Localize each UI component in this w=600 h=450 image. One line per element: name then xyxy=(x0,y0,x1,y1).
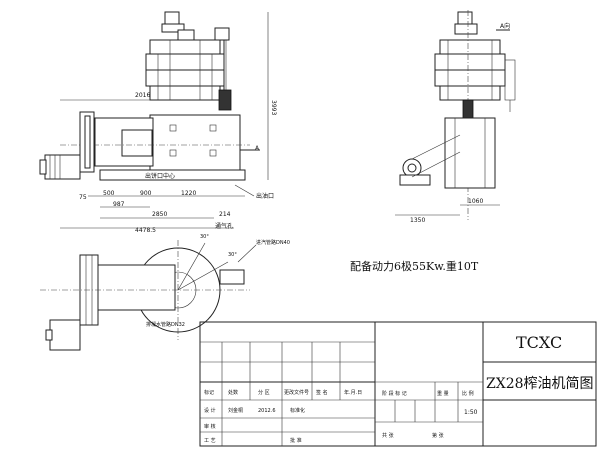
dim-2016: 2016 xyxy=(135,92,150,99)
company-name: TCXC xyxy=(516,333,562,352)
dim-500: 500 xyxy=(103,190,115,197)
dim-900: 900 xyxy=(140,190,152,197)
tb-change-doc: 更改文件号 xyxy=(284,389,309,396)
tb-mark: 标记 xyxy=(204,389,214,396)
top-view: 30° 30° 进汽管路DN40 排凝水管路DN32 xyxy=(40,234,290,351)
tb-approve: 批 准 xyxy=(290,437,302,444)
tb-count: 处数 xyxy=(228,389,238,396)
label-vent: 通气孔 xyxy=(215,222,233,230)
tb-standardize: 标准化 xyxy=(290,407,305,414)
tb-date: 年.月.日 xyxy=(344,389,362,396)
tb-design: 设 计 xyxy=(204,407,216,414)
tb-check: 审 核 xyxy=(204,423,216,430)
tb-design-date: 2012.6 xyxy=(258,408,276,414)
label-view-a: A向 xyxy=(500,22,510,30)
tb-designer: 刘金桐 xyxy=(228,407,243,414)
side-view: A向 1350 1060 xyxy=(395,10,516,224)
drawing-title: ZX28榨油机简图 xyxy=(486,375,594,392)
cooker-layer-4 xyxy=(149,85,221,101)
tb-total-sheets: 共 张 xyxy=(382,432,394,439)
tb-stage-mark: 阶 段 标 记 xyxy=(382,390,407,397)
tb-process: 工 艺 xyxy=(204,438,216,444)
dim-3993: 3993 xyxy=(270,100,277,115)
top-motor-2 xyxy=(214,27,230,41)
press-base xyxy=(99,169,246,181)
dim-1350: 1350 xyxy=(410,217,425,224)
dim-1220: 1220 xyxy=(181,190,196,197)
top-motor xyxy=(164,11,180,25)
front-view: 2016 3993 75 500 900 1220 987 2850 214 4… xyxy=(39,11,277,234)
press-body xyxy=(149,114,241,171)
tb-weight: 重 量 xyxy=(437,390,449,397)
side-pulley xyxy=(402,158,422,178)
side-press-body xyxy=(444,117,496,189)
top-view-motor xyxy=(49,319,81,351)
power-note: 配备动力6极55Kw.重10T xyxy=(350,259,479,273)
press-shaft-housing xyxy=(121,129,153,157)
dim-214: 214 xyxy=(219,211,231,218)
top-view-body xyxy=(94,264,176,311)
tb-sheet-no: 第 张 xyxy=(432,432,444,439)
label-cake-center: 出饼口中心 xyxy=(145,172,175,180)
title-block: TCXC ZX28榨油机简图 标记 处数 分 区 更改文件号 签 名 年.月.日… xyxy=(199,321,597,447)
label-steam-inlet: 进汽管路DN40 xyxy=(256,239,290,246)
top-motor-base xyxy=(161,23,185,33)
label-section-a: A xyxy=(255,145,260,152)
label-steam-drain: 排凝水管路DN32 xyxy=(146,321,185,328)
tb-scale-value: 1:50 xyxy=(464,409,478,416)
label-oil-outlet: 出油口 xyxy=(256,192,274,200)
dim-2850: 2850 xyxy=(152,211,167,218)
label-angle2: 30° xyxy=(228,252,237,258)
tb-scale: 比 例 xyxy=(462,390,474,397)
top-gearbox xyxy=(177,29,195,41)
tb-zone: 分 区 xyxy=(258,389,270,396)
dim-75: 75 xyxy=(79,194,87,201)
dim-1060: 1060 xyxy=(468,198,483,205)
dim-4478: 4478.5 xyxy=(135,227,156,234)
tb-signature: 签 名 xyxy=(316,389,328,396)
dim-987: 987 xyxy=(113,201,125,208)
label-angle1: 30° xyxy=(200,234,209,240)
feed-unit xyxy=(218,89,232,111)
cooker-layer-1 xyxy=(149,39,221,55)
